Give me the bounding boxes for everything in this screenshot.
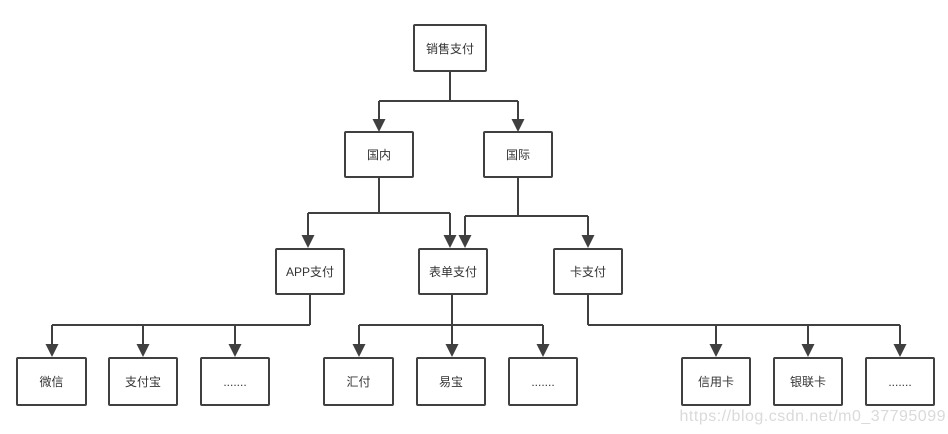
connector-app-payment-children — [45, 295, 311, 357]
node-app-payment: APP支付 — [275, 248, 345, 295]
node-card-others: ....... — [865, 357, 935, 406]
node-card-payment: 卡支付 — [553, 248, 623, 295]
node-unionpay-card: 银联卡 — [773, 357, 843, 406]
connector-card-payment-children — [587, 295, 907, 357]
node-form-payment: 表单支付 — [418, 248, 488, 295]
connector-international-children — [458, 178, 595, 248]
node-alipay: 支付宝 — [108, 357, 178, 406]
node-sales-payment: 销售支付 — [413, 24, 487, 72]
node-form-others: ....... — [508, 357, 578, 406]
node-wechat: 微信 — [16, 357, 87, 406]
csdn-watermark: https://blog.csdn.net/m0_37795099 — [679, 408, 946, 425]
node-huifu: 汇付 — [323, 357, 394, 406]
connector-form-payment-children — [352, 295, 550, 357]
node-credit-card: 信用卡 — [681, 357, 751, 406]
node-app-others: ....... — [200, 357, 270, 406]
node-international: 国际 — [483, 131, 553, 178]
node-domestic: 国内 — [344, 131, 414, 178]
node-yeepay: 易宝 — [416, 357, 486, 406]
connector-sales-payment-children — [372, 72, 525, 132]
connector-domestic-children — [301, 178, 457, 248]
